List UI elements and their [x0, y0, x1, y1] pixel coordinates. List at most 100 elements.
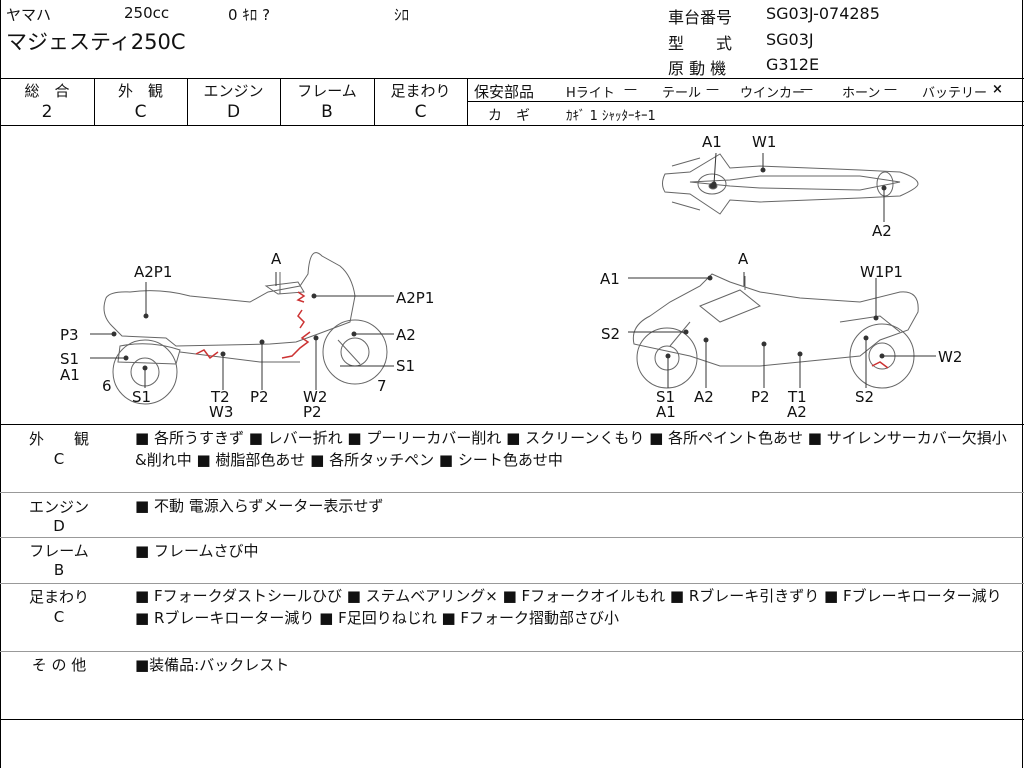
safety-title: 保安部品	[474, 83, 535, 101]
grade-value-overall: 2	[41, 102, 53, 122]
diagram-label: W2	[303, 388, 328, 406]
diagram-label: A1	[600, 270, 620, 288]
diagram-label: P2	[303, 403, 322, 421]
safety-item-tail: テール	[662, 86, 702, 101]
diagram-label: W2	[938, 348, 963, 366]
grade-label-exterior: 外 観	[117, 82, 163, 100]
section-text: ■ 不動 電源入らずメーター表示せず	[135, 497, 384, 515]
divider	[467, 78, 468, 125]
section-text: ■装備品:バックレスト	[135, 656, 290, 674]
key-value: ｶｷﾞ 1 ｼｬｯﾀｰｷｰ1	[566, 109, 656, 124]
engine-value: G312E	[766, 55, 820, 74]
grade-label-frame: フレーム	[297, 82, 357, 100]
top-view-outline	[662, 153, 919, 215]
type-label: 型 式	[668, 34, 733, 53]
section-label: フレーム	[29, 542, 89, 560]
divider	[467, 101, 1024, 102]
border-right	[1022, 0, 1023, 768]
model-name: マジェスティ250C	[6, 30, 186, 54]
divider	[374, 78, 375, 125]
divider	[0, 583, 1024, 584]
diagram-label: 6	[102, 377, 112, 395]
damage-marks	[195, 291, 889, 369]
diagram-label: A2	[694, 388, 714, 406]
safety-item-battery: バッテリー	[922, 86, 988, 101]
safety-item-horn: ホーン	[842, 86, 881, 101]
section-label: エンジン	[28, 498, 89, 516]
safety-mark-winker: —	[800, 82, 813, 97]
grade-value-frame: B	[321, 102, 333, 122]
diagram-label: A2P1	[396, 289, 435, 307]
diagram-label: T1	[788, 388, 807, 406]
engine-label: 原 動 機	[668, 59, 727, 78]
divider	[280, 78, 281, 125]
section-text: ■ 各所うすきず ■ レバー折れ ■ プーリーカバー削れ ■ スクリーンくもり …	[135, 429, 1007, 469]
right-view-outline	[632, 273, 919, 389]
diagram-label: W1	[752, 133, 777, 151]
diagram-label: A1	[60, 366, 80, 384]
diagram-label: W1P1	[860, 263, 903, 281]
diagram-label: T2	[211, 388, 230, 406]
diagram-label: 7	[377, 377, 387, 395]
divider	[0, 537, 1024, 538]
diagram-label: A	[271, 250, 282, 268]
grade-label-overall: 総 合	[24, 82, 70, 100]
diagram-label: A	[738, 250, 749, 268]
maker: ヤマハ	[6, 6, 52, 24]
frame-no-label: 車台番号	[668, 8, 733, 27]
grade-value-exterior: C	[134, 102, 147, 122]
leader-lines	[90, 152, 936, 390]
safety-mark-headlight: —	[624, 82, 637, 97]
safety-mark-horn: —	[884, 82, 897, 97]
mileage: 0 ｷﾛ ?	[228, 6, 271, 24]
safety-mark-tail: —	[706, 82, 719, 97]
displacement: 250cc	[124, 4, 170, 22]
section-text: ■ Fフォークダストシールひび ■ ステムベアリング× ■ Fフォークオイルもれ…	[135, 587, 1002, 627]
diagram-label: W3	[209, 403, 234, 421]
left-view-outline	[103, 252, 388, 405]
diagram-label: S1	[60, 350, 80, 368]
divider	[94, 78, 95, 125]
diagram-label: S1	[132, 388, 152, 406]
diagram-label: A2	[872, 222, 892, 240]
leader-dots	[111, 167, 887, 371]
section-grade: D	[53, 517, 65, 535]
grade-label-engine: エンジン	[203, 82, 264, 100]
diagram-label: P2	[751, 388, 770, 406]
grade-label-suspension: 足まわり	[390, 82, 451, 100]
diagram-label: S1	[396, 357, 416, 375]
frame-no: SG03J-074285	[766, 4, 880, 23]
section-text: ■ フレームさび中	[135, 542, 259, 560]
grade-value-suspension: C	[414, 102, 427, 122]
grade-value-engine: D	[226, 102, 241, 122]
diagram-label: A2	[787, 403, 807, 421]
diagram-label: S2	[855, 388, 875, 406]
section-grade: B	[53, 561, 65, 579]
section-label: 足まわり	[28, 588, 89, 606]
border-left	[0, 0, 1, 768]
section-grade: C	[53, 608, 65, 626]
divider	[0, 651, 1024, 652]
safety-item-headlight: Hライト	[566, 86, 615, 101]
diagram-label: A1	[702, 133, 722, 151]
diagram-label: S2	[601, 325, 621, 343]
safety-mark-battery: ×	[992, 82, 1003, 97]
divider	[0, 492, 1024, 493]
type-value: SG03J	[766, 30, 814, 49]
diagram-label: A2	[396, 326, 416, 344]
divider	[0, 719, 1024, 720]
divider	[0, 125, 1024, 126]
safety-item-winker: ウインカー	[740, 86, 806, 101]
damage-diagram	[90, 152, 936, 405]
diagram-label: A2P1	[134, 263, 173, 281]
section-label: そ の 他	[31, 656, 87, 674]
diagram-label: P2	[250, 388, 269, 406]
key-label: カ ギ	[488, 108, 530, 124]
divider	[0, 424, 1024, 425]
divider	[0, 78, 1024, 79]
diagram-label: A1	[656, 403, 676, 421]
diagram-label: P3	[60, 326, 79, 344]
diagram-label: S1	[656, 388, 676, 406]
section-grade: C	[53, 450, 65, 468]
divider	[187, 78, 188, 125]
